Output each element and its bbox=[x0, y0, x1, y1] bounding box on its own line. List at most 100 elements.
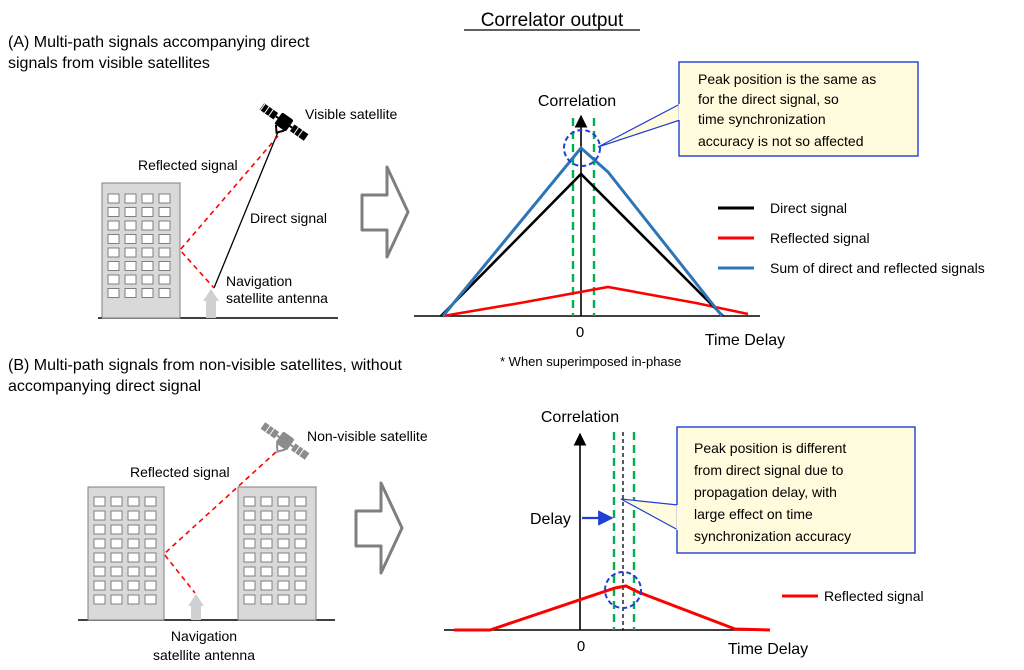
building-window bbox=[260, 524, 273, 535]
section-b-reflected-signal-label: Reflected signal bbox=[130, 464, 230, 480]
building-window bbox=[141, 247, 154, 258]
section-a-direct-curve bbox=[440, 172, 724, 317]
building-window bbox=[110, 566, 123, 577]
section-a-heading-line2: signals from visible satellites bbox=[8, 55, 210, 72]
section-b-callout-line: Peak position is different bbox=[694, 440, 846, 456]
building-window bbox=[110, 510, 123, 521]
building-window bbox=[107, 261, 120, 271]
building-window bbox=[294, 552, 307, 563]
building-window bbox=[127, 510, 140, 521]
building-window bbox=[110, 524, 123, 535]
section-b-building-right bbox=[237, 486, 317, 621]
section-b-antenna-icon bbox=[188, 594, 204, 620]
section-b-callout-line: large effect on time bbox=[694, 506, 813, 522]
building-window bbox=[124, 207, 137, 217]
building-window bbox=[144, 552, 157, 563]
building-window bbox=[144, 510, 157, 521]
building-window bbox=[124, 247, 137, 258]
building-window bbox=[144, 538, 157, 549]
building-window bbox=[144, 524, 157, 535]
building-window bbox=[243, 496, 256, 507]
building-window bbox=[294, 594, 307, 605]
building-window bbox=[158, 274, 171, 285]
section-b-antenna-label-line1: Navigation bbox=[171, 628, 237, 644]
building-window bbox=[294, 566, 307, 577]
building-window bbox=[107, 234, 120, 244]
building-window bbox=[243, 580, 256, 591]
building-window bbox=[260, 496, 273, 507]
building-window bbox=[124, 193, 137, 204]
building-window bbox=[93, 552, 106, 563]
legend-label-sum: Sum of direct and reflected signals bbox=[770, 260, 985, 276]
building-window bbox=[158, 288, 171, 298]
building-window bbox=[107, 247, 120, 258]
building-window bbox=[93, 538, 106, 549]
non-visible-satellite-icon bbox=[260, 422, 310, 460]
building-window bbox=[93, 524, 106, 535]
building-window bbox=[260, 552, 273, 563]
non-visible-satellite-label: Non-visible satellite bbox=[307, 428, 428, 444]
building-window bbox=[277, 580, 290, 591]
building-window bbox=[294, 496, 307, 507]
section-a-reflected-signal-label: Reflected signal bbox=[138, 157, 238, 173]
building-window bbox=[158, 234, 171, 244]
building-window bbox=[243, 552, 256, 563]
building-window bbox=[277, 524, 290, 535]
building-window bbox=[243, 594, 256, 605]
building-window bbox=[127, 524, 140, 535]
section-a-origin-label: 0 bbox=[576, 324, 584, 341]
building-window bbox=[141, 207, 154, 217]
section-b-building-left bbox=[87, 486, 165, 621]
building-window bbox=[127, 538, 140, 549]
building-window bbox=[93, 580, 106, 591]
section-a-heading-line1: (A) Multi-path signals accompanying dire… bbox=[8, 34, 310, 51]
section-b-heading-line2: accompanying direct signal bbox=[8, 378, 201, 395]
section-b-x-axis-label: Time Delay bbox=[728, 641, 808, 658]
building-window bbox=[158, 207, 171, 217]
section-a-footnote: * When superimposed in-phase bbox=[500, 354, 681, 369]
building-window bbox=[127, 594, 140, 605]
building-window bbox=[110, 496, 123, 507]
building-window bbox=[107, 193, 120, 204]
building-window bbox=[158, 261, 171, 271]
section-b-peak-circle bbox=[604, 571, 642, 609]
building-window bbox=[141, 220, 154, 231]
section-a-sum-curve bbox=[441, 145, 724, 317]
building-window bbox=[141, 288, 154, 298]
section-a-callout-line: accuracy is not so affected bbox=[698, 133, 864, 149]
building-window bbox=[141, 234, 154, 244]
building-window bbox=[110, 594, 123, 605]
building-window bbox=[294, 580, 307, 591]
section-a-direct-signal-line bbox=[213, 131, 279, 289]
section-a-direct-signal-label: Direct signal bbox=[250, 210, 327, 226]
building-window bbox=[110, 580, 123, 591]
building-window bbox=[93, 594, 106, 605]
building-window bbox=[93, 496, 106, 507]
building-window bbox=[260, 566, 273, 577]
building-window bbox=[260, 538, 273, 549]
building-window bbox=[124, 220, 137, 231]
section-b-callout: Peak position is different from direct s… bbox=[620, 426, 916, 554]
building-window bbox=[141, 261, 154, 271]
building-window bbox=[260, 580, 273, 591]
building-window bbox=[93, 566, 106, 577]
building-window bbox=[127, 496, 140, 507]
visible-satellite-label: Visible satellite bbox=[305, 106, 398, 122]
section-b-antenna-label-line2: satellite antenna bbox=[153, 647, 255, 663]
section-a-antenna-icon bbox=[203, 289, 219, 318]
building-window bbox=[294, 538, 307, 549]
building-window bbox=[277, 566, 290, 577]
section-b-reflected-curve bbox=[454, 584, 771, 632]
building-window bbox=[93, 510, 106, 521]
building-window bbox=[243, 524, 256, 535]
section-b-delay-label: Delay bbox=[530, 511, 571, 528]
building-window bbox=[294, 524, 307, 535]
building-window bbox=[144, 580, 157, 591]
section-b-callout-line: synchronization accuracy bbox=[694, 528, 851, 544]
building-window bbox=[127, 580, 140, 591]
section-a-y-axis-label: Correlation bbox=[538, 93, 616, 110]
building-window bbox=[107, 274, 120, 285]
building-window bbox=[277, 594, 290, 605]
section-b-reflected-signal-line bbox=[162, 451, 277, 594]
building-window bbox=[158, 247, 171, 258]
